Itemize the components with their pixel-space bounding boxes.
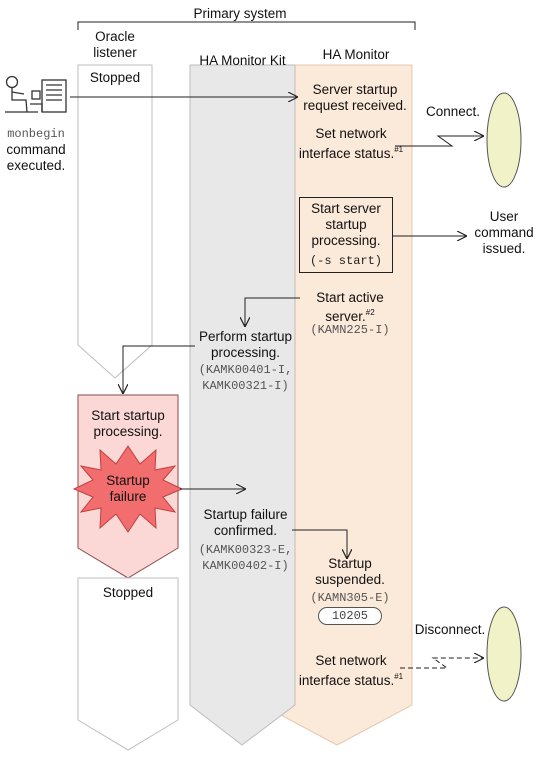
command-name: monbegin — [7, 127, 65, 141]
network-ellipse-top — [486, 92, 522, 188]
kit-failure-confirmed-msg-2: KAMK00402-I) — [202, 559, 289, 573]
arrow-kit-to-listener — [123, 345, 195, 393]
connect-label: Connect. — [425, 104, 481, 119]
arrow-active-to-kit — [245, 297, 300, 326]
lane-oracle-listener-label: Oracle listener — [93, 29, 137, 60]
monitor-set-network-2-line1: Set network — [315, 653, 387, 668]
lane-ha-monitor-label: HA Monitor — [322, 47, 390, 62]
network-ellipse-bottom — [486, 606, 522, 702]
oracle-listener-lane-lower — [77, 577, 179, 751]
user-command-label: User command issued. — [474, 209, 534, 256]
monitor-set-network-1-text: interface status. — [298, 146, 395, 161]
monitor-suspended-msg: (KAMN305-E) — [310, 591, 390, 605]
monitor-start-active-line2: server.#2 — [325, 308, 375, 324]
disconnect-zigzag — [400, 658, 483, 669]
primary-system-bracket — [77, 21, 416, 30]
kit-failure-confirmed-msg-1: (KAMK00323-E, — [198, 543, 293, 557]
footnote-2: #2 — [365, 308, 375, 317]
listener-start-processing: Start startup processing. — [91, 408, 165, 439]
monitor-set-network-line1: Set network — [315, 126, 387, 141]
command-caption: command executed. — [6, 142, 66, 173]
kit-perform-startup: Perform startup processing. — [198, 329, 293, 360]
startup-failure-starburst — [72, 445, 184, 533]
kit-perform-startup-msg-2: KAMK00321-I) — [202, 379, 289, 393]
footnote-1b: #1 — [394, 672, 404, 681]
footnote-1: #1 — [394, 145, 404, 154]
operator-icon — [5, 75, 67, 113]
monitor-start-active-line1: Start active — [316, 290, 384, 305]
listener-stopped-top: Stopped — [89, 70, 141, 85]
monitor-set-network-line2: interface status.#1 — [292, 142, 410, 162]
lane-ha-monitor-kit-label: HA Monitor Kit — [199, 53, 286, 68]
listener-startup-failure: Startup failure — [106, 473, 150, 504]
monitor-set-network-2-text: interface status. — [298, 673, 395, 688]
monitor-set-network-2-line2: interface status.#1 — [292, 669, 410, 689]
arrow-kit-to-monitor-suspend — [292, 529, 347, 558]
primary-system-title: Primary system — [193, 6, 287, 21]
monitor-suspended: Startup suspended. — [315, 556, 385, 587]
monitor-request-received: Server startup request received. — [303, 82, 407, 113]
start-server-text: Start server startup processing. — [311, 201, 381, 248]
oracle-listener-lane-upper — [77, 64, 153, 379]
kit-perform-startup-msg-1: (KAMK00401-I, — [198, 363, 293, 377]
kit-failure-confirmed: Startup failure confirmed. — [203, 507, 288, 538]
listener-stopped-bottom: Stopped — [102, 585, 154, 600]
monitor-start-active-msg: (KAMN225-I) — [310, 323, 390, 337]
ha-monitor-kit-lane — [189, 64, 296, 746]
start-server-box — [299, 197, 393, 273]
error-code-badge: 10205 — [318, 607, 382, 625]
start-server-option: (-s start) — [309, 254, 382, 268]
disconnect-label: Disconnect. — [414, 622, 486, 637]
connect-zigzag — [395, 136, 483, 147]
